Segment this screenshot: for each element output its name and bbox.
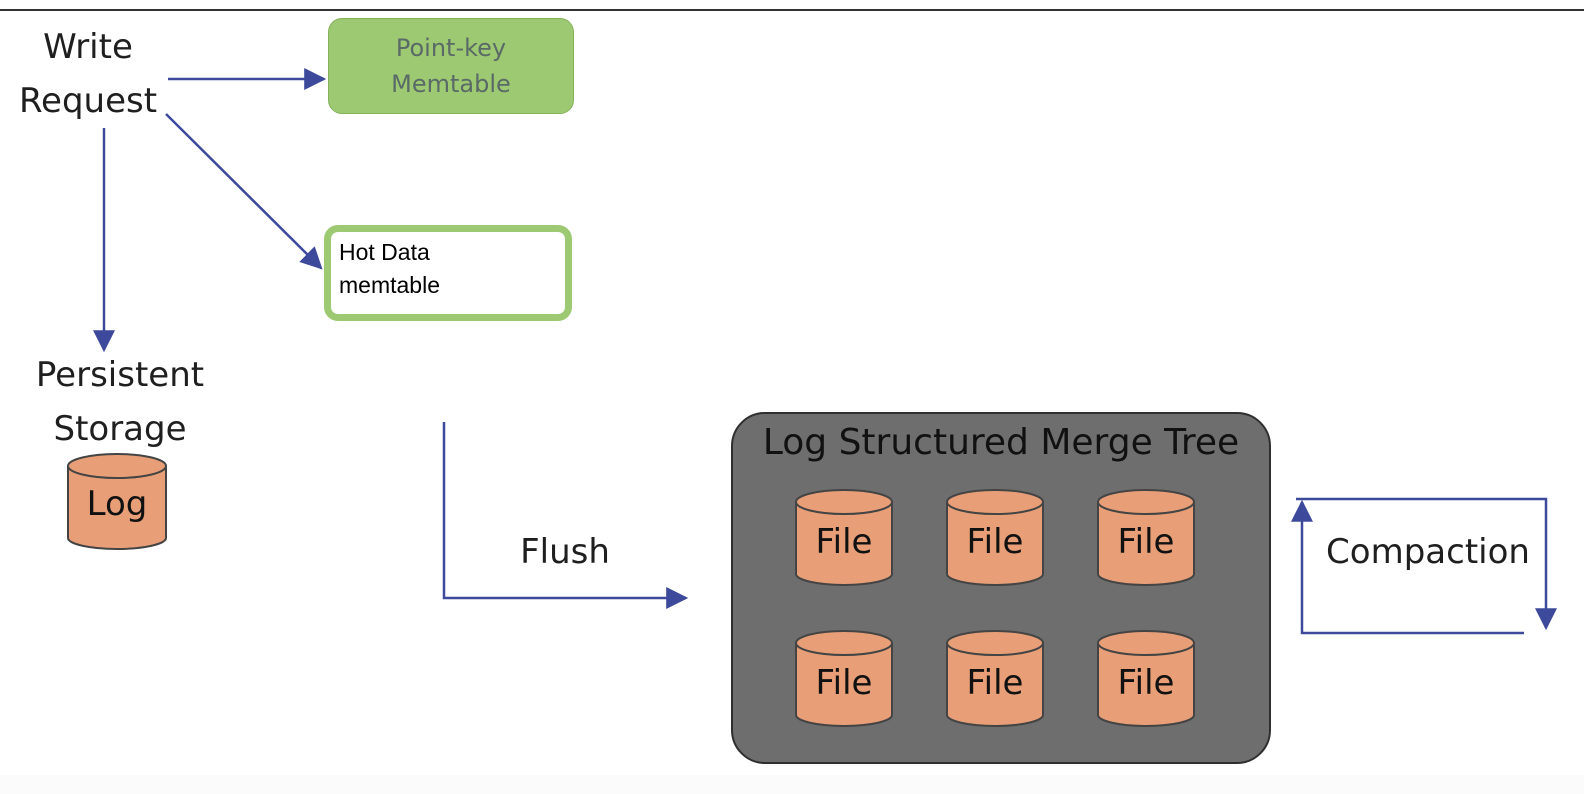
point-key-line2: Memtable — [391, 70, 511, 98]
file-cylinder — [946, 630, 1044, 727]
point-key-line1: Point-key — [395, 34, 507, 62]
write-request-line1: Write — [43, 27, 133, 67]
hot-data-line1: Hot Data — [339, 239, 430, 265]
file-label: File — [966, 522, 1024, 562]
arrow-flush — [442, 422, 689, 609]
file-label: File — [1117, 522, 1175, 562]
flush-label: Flush — [520, 532, 610, 572]
log-cylinder — [67, 453, 167, 550]
write-request-line2: Request — [18, 81, 158, 121]
arrow-compaction-up — [1291, 499, 1524, 635]
hot-data-line2: memtable — [339, 272, 440, 298]
persistent-storage-line1: Persistent — [35, 355, 205, 395]
file-cylinder — [795, 630, 893, 727]
persistent-storage-label: Persistent Storage — [20, 348, 220, 456]
write-request-label: Write Request — [8, 20, 168, 128]
file-cylinder — [946, 489, 1044, 586]
file-label: File — [966, 663, 1024, 703]
file-cylinder — [1097, 489, 1195, 586]
file-cylinder — [1097, 630, 1195, 727]
bottom-band — [0, 775, 1584, 794]
point-key-memtable: Point-key Memtable — [328, 18, 574, 114]
file-label: File — [815, 522, 873, 562]
file-cylinder — [795, 489, 893, 586]
hot-data-memtable: Hot Data memtable — [324, 225, 572, 321]
log-cylinder-label: Log — [86, 484, 148, 524]
arrow-compaction-down — [1296, 497, 1557, 631]
lsm-tree-title: Log Structured Merge Tree — [762, 422, 1240, 463]
file-label: File — [1117, 663, 1175, 703]
persistent-storage-line2: Storage — [53, 409, 187, 449]
file-label: File — [815, 663, 873, 703]
arrow-write-to-hot-data — [165, 113, 323, 270]
compaction-label: Compaction — [1326, 532, 1530, 572]
